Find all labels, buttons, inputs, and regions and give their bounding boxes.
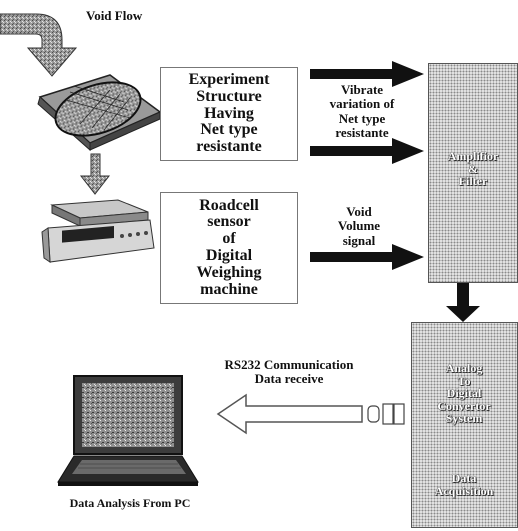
adc-block	[411, 322, 518, 528]
block-line: To	[457, 373, 471, 388]
block-line: Digital	[446, 386, 482, 401]
label-line: Vibrate	[340, 82, 384, 97]
block-line: Data	[451, 471, 477, 485]
block-line: Convertor	[437, 398, 491, 413]
down-arrow-icon	[446, 283, 480, 322]
block-line: Amplifior	[447, 149, 499, 163]
label-line: Volume	[337, 218, 381, 234]
box-line: Net type	[200, 121, 258, 139]
void-flow-label: Void Flow	[86, 8, 143, 23]
box-line: Structure	[196, 87, 262, 105]
adc-label: Analog To Digital Convertor System	[411, 362, 517, 425]
rs232-label: RS232 Communication Data receive	[178, 357, 400, 387]
label-line: signal	[342, 232, 376, 248]
box-line: Roadcell	[199, 196, 259, 214]
box-line: Digital	[205, 247, 253, 264]
sieve-net-icon	[37, 74, 162, 152]
loadcell-sensor-box: Roadcell sensor of Digital Weighing mach…	[160, 192, 298, 304]
amplifier-filter-block	[428, 63, 518, 283]
block-line: &	[468, 161, 478, 176]
laptop-icon	[57, 375, 199, 486]
label-line: resistante	[335, 124, 389, 140]
label-line: Data receive	[254, 371, 324, 387]
block-line: System	[445, 411, 483, 426]
box-line: resistante	[196, 138, 262, 156]
amplifier-filter-label: Amplifior & Filter	[428, 150, 518, 188]
block-line: Filter	[458, 174, 488, 189]
label-line: RS232 Communication	[224, 357, 354, 372]
box-line: Having	[204, 104, 254, 122]
down-arrow-icon	[79, 153, 111, 195]
weighing-scale-icon	[41, 199, 155, 263]
box-line: of	[222, 230, 236, 248]
left-arrow-icon	[216, 393, 363, 435]
label-line: Net type	[338, 110, 386, 126]
label-line: Void	[346, 204, 372, 219]
box-line: sensor	[207, 213, 251, 231]
pc-caption: Data Analysis From PC	[69, 496, 191, 510]
block-line: Analog	[445, 361, 483, 375]
vibrate-variation-label: Vibrate variation of Net type resistante	[306, 82, 418, 140]
curved-arrow-icon	[0, 13, 78, 77]
label-line: variation of	[329, 96, 395, 112]
box-line: Experiment	[188, 71, 270, 88]
rs232-connector-icon	[367, 403, 405, 425]
right-arrow-icon	[310, 61, 424, 270]
box-line: machine	[200, 280, 258, 298]
data-acquisition-label: Data Acquisition	[411, 472, 517, 497]
box-line: Weighing	[196, 263, 262, 281]
experiment-structure-box: Experiment Structure Having Net type res…	[160, 67, 298, 161]
block-line: Acquisition	[434, 483, 494, 498]
void-volume-label: Void Volume signal	[318, 204, 400, 248]
